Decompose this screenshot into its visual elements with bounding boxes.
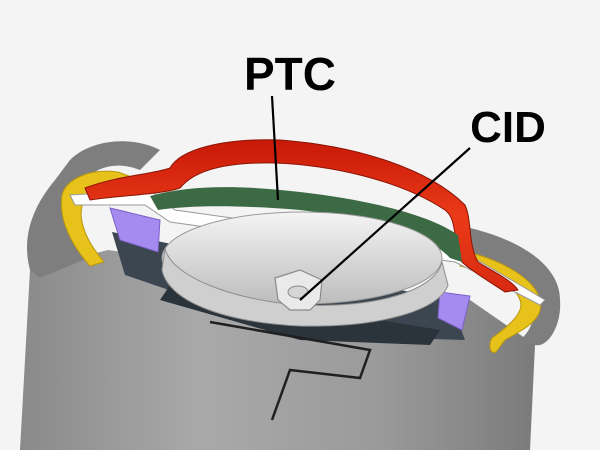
lead-tab	[209, 320, 372, 421]
vent-disc-rim	[161, 247, 449, 327]
cid-label: CID	[470, 103, 546, 152]
insulator-left	[109, 207, 161, 253]
ptc-layer	[150, 187, 462, 262]
ptc-cap	[84, 139, 519, 293]
cid-leader-line	[299, 147, 471, 301]
can-rim-left	[27, 141, 161, 278]
insulator-right	[437, 291, 471, 331]
ptc-label: PTC	[244, 48, 336, 100]
top-plate	[69, 189, 546, 306]
ptc-leader-line	[270, 95, 280, 201]
